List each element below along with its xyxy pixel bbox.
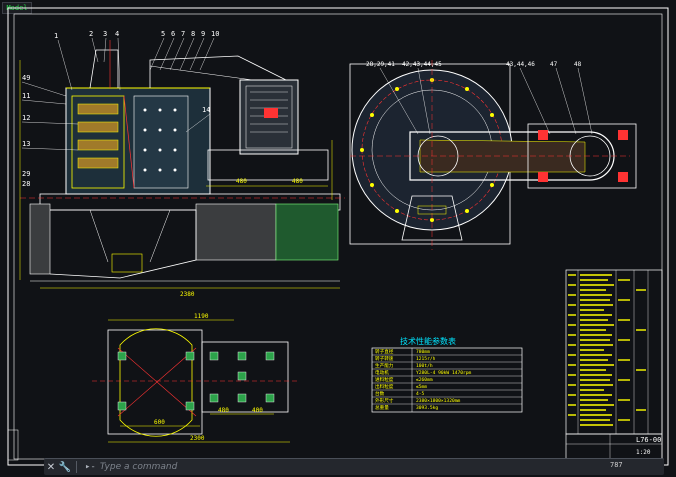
callout-1: 1 [54, 32, 58, 40]
param-key: 转子直径 [375, 348, 394, 355]
callout-28: 28 [22, 180, 30, 188]
callout-5: 5 [161, 30, 165, 38]
dim-plan-bottom: 2300 [190, 435, 205, 442]
param-value: 2380×1800×1320mm [416, 398, 460, 404]
param-value: 100t/h [416, 363, 433, 369]
param-key: 进料粒度 [375, 376, 394, 383]
callout-42-45: 42,43,44,45 [402, 61, 442, 68]
param-value: 4-5 [416, 391, 425, 397]
param-value: ≤260mm [416, 377, 433, 383]
callout-4: 4 [115, 30, 119, 38]
param-key: 电动机 [375, 369, 389, 376]
param-key: 出料粒度 [375, 383, 394, 390]
parts-list [565, 269, 663, 435]
callout-11: 11 [22, 92, 30, 100]
title-block: L76-00 1:20 [565, 433, 663, 460]
callout-43-46: 43,44,46 [506, 61, 535, 68]
callout-7: 7 [181, 30, 185, 38]
dim-plan-400: 400 [252, 407, 263, 414]
param-value: Y280L-4 90kW 1470rpm [416, 370, 472, 376]
dim-plan-480: 480 [218, 407, 229, 414]
title-block-scale: 1:20 [636, 449, 651, 456]
callout-47: 47 [550, 61, 558, 68]
dim-480-left: 480 [236, 178, 247, 185]
side-view: 28,29,41 42,43,44,45 43,44,46 47 48 [349, 60, 637, 250]
callout-14: 14 [202, 106, 210, 114]
callout-6: 6 [171, 30, 175, 38]
front-view: 1 2 3 4 5 6 7 8 9 10 49 11 12 13 29 28 1… [19, 30, 345, 298]
dim-plan-top: 1190 [194, 313, 209, 320]
param-value: 780mm [416, 349, 430, 355]
command-input[interactable] [95, 462, 664, 472]
viewport-label: 787 [610, 461, 623, 469]
close-icon[interactable]: ✕ [46, 461, 56, 473]
command-line[interactable]: ✕ 🔧 ▸- [44, 458, 664, 475]
dim-480-right: 480 [292, 178, 303, 185]
plan-view: 1190 600 2300 480 400 [92, 313, 300, 443]
wrench-icon[interactable]: 🔧 [58, 461, 72, 473]
param-value: 1215r/h [416, 356, 436, 362]
callout-2: 2 [89, 30, 93, 38]
callout-3: 3 [103, 30, 107, 38]
callout-13: 13 [22, 140, 30, 148]
callout-28-29-41: 28,29,41 [366, 61, 395, 68]
callout-8: 8 [191, 30, 195, 38]
param-key: 外形尺寸 [375, 397, 394, 404]
param-table-title: 技术性能参数表 [400, 336, 456, 346]
param-key: 生产能力 [375, 362, 394, 369]
callout-29: 29 [22, 170, 30, 178]
callout-49: 49 [22, 74, 30, 82]
dim-total: 2380 [180, 291, 195, 298]
dim-plan-mid: 600 [154, 419, 165, 426]
parameter-table: 技术性能参数表 转子直径 转子转速 生产能力 电动机 进料粒度 出料粒度 台数 … [371, 336, 523, 413]
callout-48: 48 [574, 61, 582, 68]
command-prompt: ▸- [85, 462, 96, 472]
title-block-code: L76-00 [636, 436, 661, 444]
command-separator [76, 461, 77, 473]
param-value: 3093.5kg [416, 405, 438, 411]
callout-10: 10 [211, 30, 219, 38]
param-key: 转子转速 [375, 355, 394, 362]
param-key: 台数 [375, 390, 385, 397]
param-key: 总重量 [375, 404, 389, 411]
callout-12: 12 [22, 114, 30, 122]
callout-9: 9 [201, 30, 205, 38]
param-value: ≤5mm [416, 384, 427, 390]
